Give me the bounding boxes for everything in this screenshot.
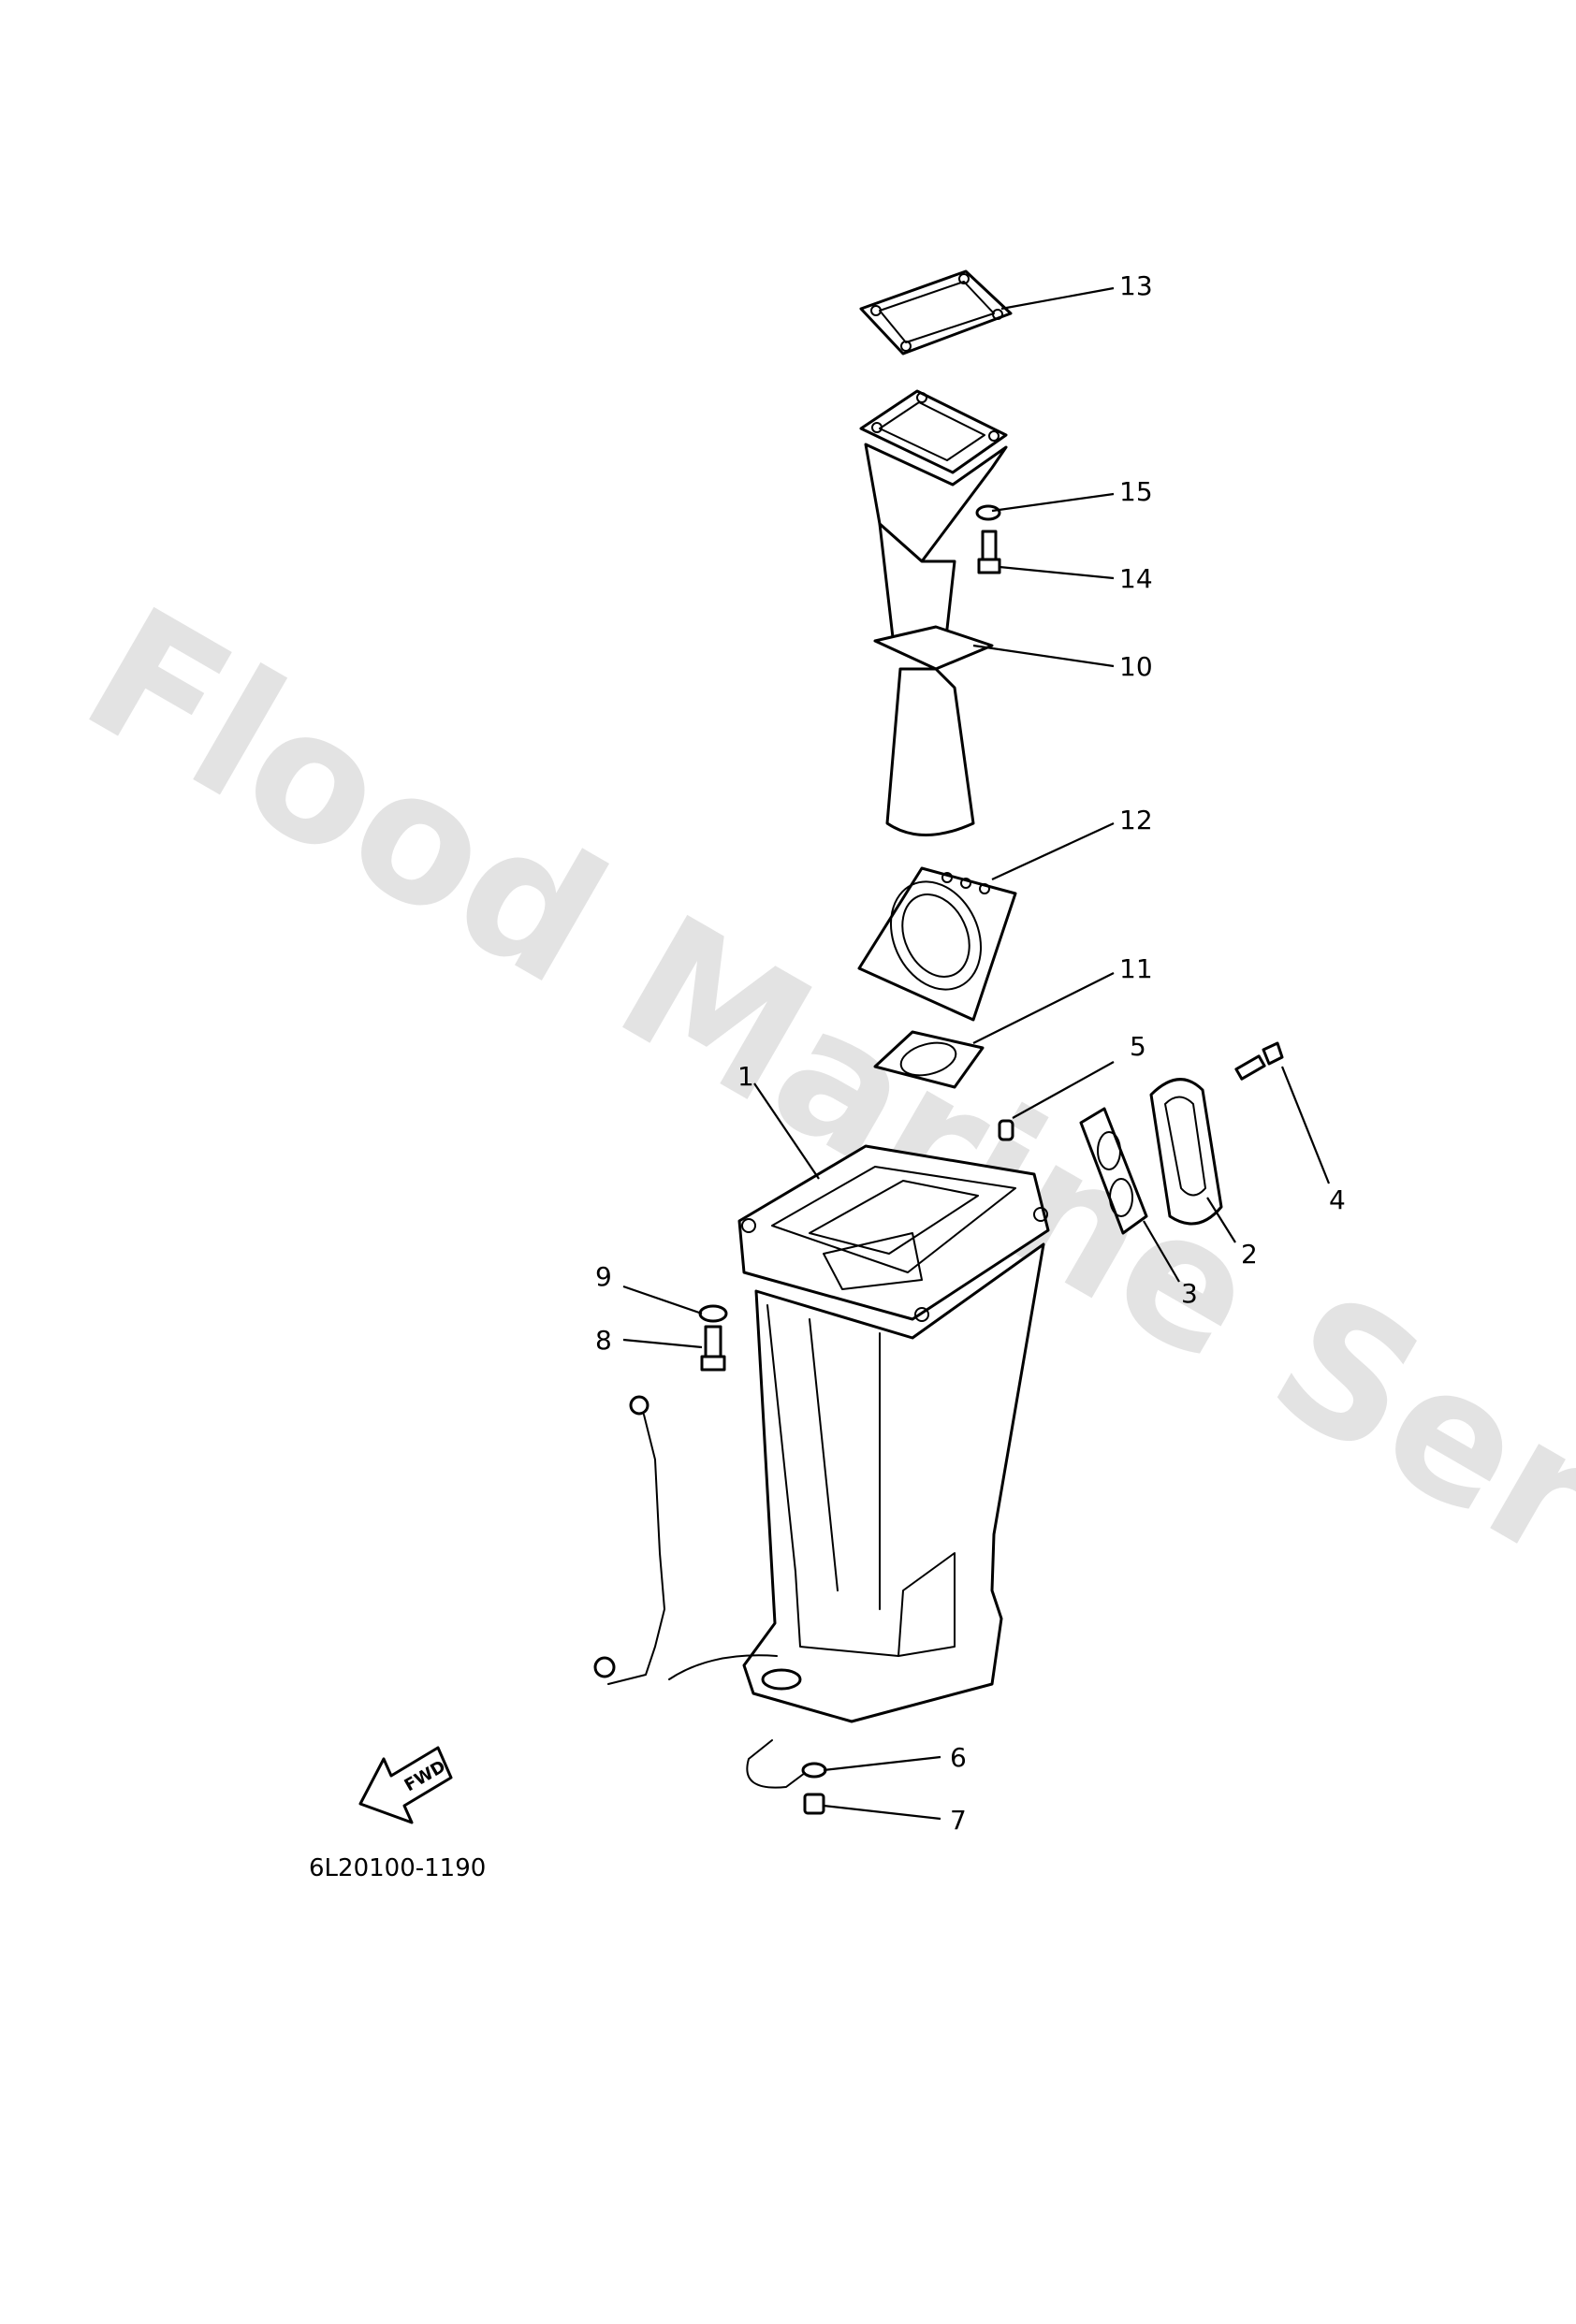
part-5-dowel-pin xyxy=(1000,1121,1013,1140)
callout-13: 13 xyxy=(1119,270,1153,301)
part-10-exhaust-guide xyxy=(861,391,1006,835)
callout-3: 3 xyxy=(1181,1278,1198,1309)
part-8-bolt xyxy=(702,1327,724,1370)
callout-10: 10 xyxy=(1119,651,1153,682)
callout-2: 2 xyxy=(1241,1239,1258,1270)
callout-4: 4 xyxy=(1329,1184,1346,1215)
callout-5: 5 xyxy=(1130,1031,1146,1062)
callout-1: 1 xyxy=(737,1061,754,1092)
part-15-washer xyxy=(977,506,1000,519)
part-14-bolt xyxy=(979,531,1000,573)
part-6-washer xyxy=(747,1740,825,1788)
forward-arrow-icon: FWD xyxy=(360,1748,451,1823)
callout-11: 11 xyxy=(1119,953,1153,984)
callout-15: 15 xyxy=(1119,476,1153,507)
callout-6: 6 xyxy=(950,1742,967,1773)
callout-9: 9 xyxy=(595,1261,612,1292)
ground-lead-wire xyxy=(595,1397,777,1684)
callout-8: 8 xyxy=(595,1325,612,1356)
diagram-code: 6L20100-1190 xyxy=(309,1854,486,1882)
callout-14: 14 xyxy=(1119,563,1153,594)
part-7-screw xyxy=(805,1794,824,1813)
part-1-upper-casing xyxy=(739,1146,1048,1721)
callout-12: 12 xyxy=(1119,805,1153,835)
callout-7: 7 xyxy=(950,1805,967,1836)
part-13-gasket xyxy=(861,271,1011,354)
part-9-washer xyxy=(700,1306,726,1321)
part-4-bolt xyxy=(1236,1043,1282,1079)
